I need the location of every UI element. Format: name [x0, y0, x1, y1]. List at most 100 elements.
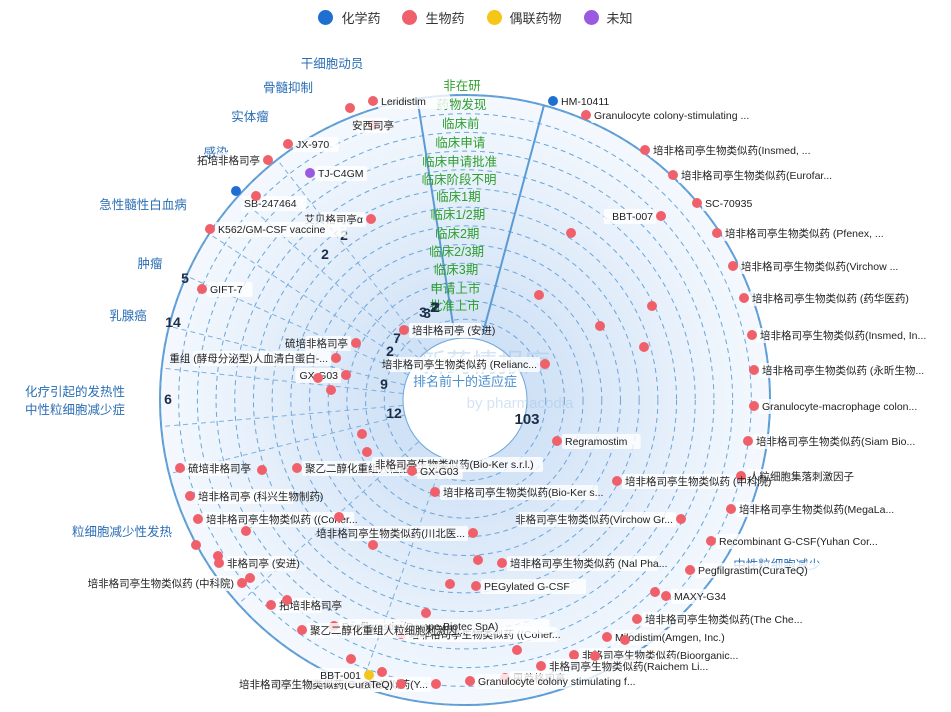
drug-point[interactable]: 培非格司亭生物类似药 (Relianc...	[382, 357, 550, 372]
drug-point[interactable]	[334, 512, 344, 522]
drug-point[interactable]: 培非格司亭生物类似药(Siam Bio...	[743, 434, 915, 449]
drug-point[interactable]: 重组 (酵母分泌型)人血清白蛋白-...	[169, 351, 341, 366]
drug-marker[interactable]	[257, 465, 267, 475]
drug-marker[interactable]	[706, 536, 716, 546]
drug-marker[interactable]	[266, 600, 276, 610]
drug-point[interactable]: 培非格司亭生物类似药(Eurofar...	[668, 168, 832, 183]
drug-point[interactable]	[345, 103, 355, 113]
drug-marker[interactable]	[534, 290, 544, 300]
drug-marker[interactable]	[241, 526, 251, 536]
drug-point[interactable]: 培非格司亭生物类似药(Insmed, In...	[747, 328, 926, 343]
drug-marker[interactable]	[366, 214, 376, 224]
drug-point[interactable]: 培非格司亭生物类似药(川北医...	[316, 526, 478, 541]
drug-marker[interactable]	[283, 139, 293, 149]
drug-marker[interactable]	[512, 645, 522, 655]
drug-point[interactable]	[512, 645, 522, 655]
drug-marker[interactable]	[205, 224, 215, 234]
drug-marker[interactable]	[191, 540, 201, 550]
drug-marker[interactable]	[345, 103, 355, 113]
drug-marker[interactable]	[685, 565, 695, 575]
drug-point[interactable]	[650, 587, 660, 597]
drug-marker[interactable]	[620, 635, 630, 645]
drug-marker[interactable]	[726, 504, 736, 514]
drug-marker[interactable]	[661, 591, 671, 601]
drug-marker[interactable]	[334, 512, 344, 522]
drug-marker[interactable]	[497, 558, 507, 568]
drug-marker[interactable]	[364, 670, 374, 680]
drug-marker[interactable]	[639, 342, 649, 352]
drug-point[interactable]	[473, 555, 483, 565]
legend-item[interactable]: 化学药	[318, 8, 380, 27]
drug-marker[interactable]	[399, 325, 409, 335]
drug-point[interactable]: MAXY-G34	[661, 589, 730, 604]
drug-marker[interactable]	[357, 429, 367, 439]
drug-point[interactable]: 非格司亭生物类似药(Raichem Li...	[536, 659, 708, 674]
drug-marker[interactable]	[445, 579, 455, 589]
drug-marker[interactable]	[739, 293, 749, 303]
drug-point[interactable]: 培非格司亭生物类似药(Insmed, ...	[640, 143, 811, 158]
drug-marker[interactable]	[326, 385, 336, 395]
drug-point[interactable]	[357, 429, 367, 439]
drug-point[interactable]: GX-G03	[295, 368, 351, 383]
drug-point[interactable]: Leridistim	[368, 94, 450, 109]
drug-marker[interactable]	[473, 555, 483, 565]
drug-marker[interactable]	[237, 578, 247, 588]
drug-marker[interactable]	[313, 373, 323, 383]
drug-point[interactable]: 拓培非格司亭	[197, 153, 273, 168]
drug-marker[interactable]	[656, 211, 666, 221]
drug-point[interactable]	[282, 595, 292, 605]
drug-marker[interactable]	[282, 595, 292, 605]
drug-point[interactable]: 非格司亭 (安进)	[214, 556, 300, 571]
drug-marker[interactable]	[540, 359, 550, 369]
drug-point[interactable]: GX-G03	[407, 464, 463, 479]
drug-marker[interactable]	[581, 110, 591, 120]
drug-point[interactable]: Milodistim(Amgen, Inc.)	[602, 630, 770, 645]
drug-point[interactable]	[368, 540, 378, 550]
drug-point[interactable]	[191, 540, 201, 550]
drug-point[interactable]: HM-10411	[548, 94, 617, 109]
drug-marker[interactable]	[749, 401, 759, 411]
drug-marker[interactable]	[536, 661, 546, 671]
drug-point[interactable]: 非格司亭生物类似药(Virchow Gr...	[515, 512, 686, 527]
drug-point[interactable]	[534, 290, 544, 300]
drug-marker[interactable]	[650, 587, 660, 597]
drug-point[interactable]: 培非格司亭生物类似药 (中科院)	[88, 576, 247, 591]
drug-marker[interactable]	[368, 96, 378, 106]
drug-point[interactable]: 培非格司亭生物类似药 (永昕生物...	[749, 363, 924, 378]
drug-point[interactable]	[590, 651, 600, 661]
drug-marker[interactable]	[595, 321, 605, 331]
drug-point[interactable]: Granulocyte colony stimulating f...	[465, 674, 712, 689]
drug-marker[interactable]	[245, 573, 255, 583]
drug-marker[interactable]	[346, 654, 356, 664]
legend-item[interactable]: 生物药	[402, 8, 465, 27]
drug-point[interactable]	[445, 579, 455, 589]
drug-marker[interactable]	[197, 284, 207, 294]
drug-marker[interactable]	[566, 228, 576, 238]
drug-point[interactable]	[566, 228, 576, 238]
drug-marker[interactable]	[305, 168, 315, 178]
drug-point[interactable]	[346, 654, 356, 664]
drug-marker[interactable]	[175, 463, 185, 473]
drug-marker[interactable]	[640, 145, 650, 155]
drug-point[interactable]: SC-70935	[692, 196, 761, 211]
drug-point[interactable]: 安西司亭	[352, 118, 394, 133]
drug-point[interactable]: Granulocyte colony-stimulating ...	[581, 108, 822, 123]
drug-point[interactable]: 硫培非格司亭	[285, 336, 361, 351]
drug-point[interactable]: 培非格司亭生物类似药(The Che...	[632, 612, 803, 627]
drug-point[interactable]: Granulocyte-macrophage colon...	[749, 399, 951, 414]
drug-marker[interactable]	[377, 667, 387, 677]
drug-marker[interactable]	[590, 651, 600, 661]
drug-marker[interactable]	[647, 301, 657, 311]
drug-point[interactable]: 培非格司亭生物类似药 (Nal Pha...	[497, 556, 668, 571]
drug-point[interactable]: K562/GM-CSF vaccine	[205, 222, 347, 237]
drug-marker[interactable]	[331, 353, 341, 363]
drug-marker[interactable]	[612, 476, 622, 486]
drug-point[interactable]: 人粒细胞集落刺激因子	[736, 469, 854, 484]
drug-marker[interactable]	[431, 679, 441, 689]
drug-point[interactable]	[257, 465, 267, 475]
drug-marker[interactable]	[471, 581, 481, 591]
drug-marker[interactable]	[231, 186, 241, 196]
drug-point[interactable]: 培非格司亭 (安进)	[399, 323, 495, 338]
drug-marker[interactable]	[728, 261, 738, 271]
drug-point[interactable]: 拓培非格司亭	[266, 598, 342, 613]
